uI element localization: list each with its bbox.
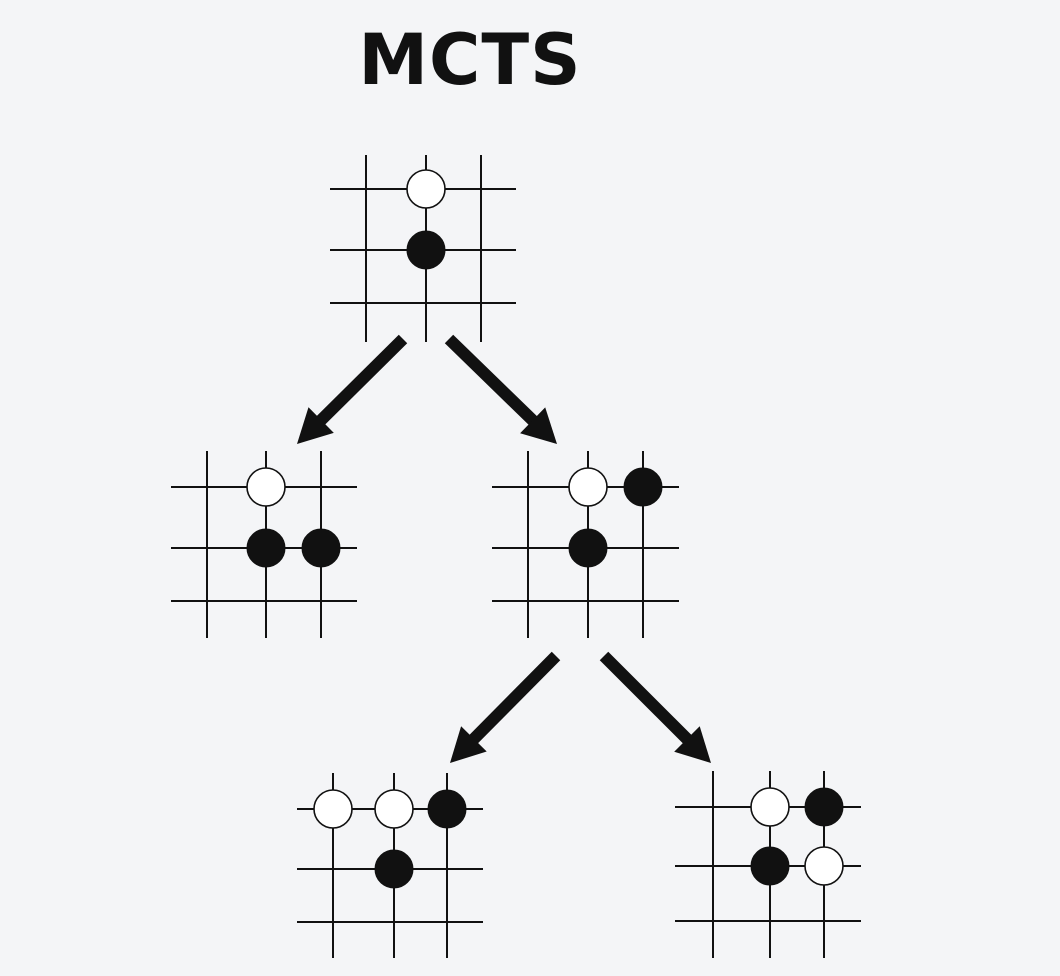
arrow-root-to-child-left [297, 334, 408, 444]
black-stone [246, 528, 286, 568]
white-stone [246, 467, 286, 507]
black-stone [374, 849, 414, 889]
arrow-shaft [444, 334, 540, 428]
edges-layer [297, 334, 711, 763]
white-stone [374, 789, 414, 829]
white-stone [750, 787, 790, 827]
arrow-child-right-to-grandchild-right [599, 651, 711, 763]
page-title: MCTS [358, 19, 582, 101]
arrow-head [674, 726, 711, 763]
white-stone [406, 169, 446, 209]
board-child-left [171, 451, 357, 638]
black-stone [427, 789, 467, 829]
arrow-head [520, 407, 557, 444]
black-stone [804, 787, 844, 827]
arrow-head [450, 726, 487, 763]
arrow-head [297, 407, 334, 444]
white-stone [313, 789, 353, 829]
boards-layer [171, 155, 861, 958]
board-grandchild-left [297, 773, 483, 958]
black-stone [568, 528, 608, 568]
arrow-shaft [466, 651, 561, 746]
arrow-shaft [314, 334, 408, 428]
white-stone [804, 846, 844, 886]
arrow-child-right-to-grandchild-left [450, 651, 561, 763]
arrow-root-to-child-right [444, 334, 557, 444]
arrow-shaft [599, 651, 695, 747]
black-stone [301, 528, 341, 568]
black-stone [750, 846, 790, 886]
black-stone [406, 230, 446, 270]
board-child-right [492, 451, 679, 638]
black-stone [623, 467, 663, 507]
board-grandchild-right [675, 771, 861, 958]
board-root [330, 155, 516, 342]
white-stone [568, 467, 608, 507]
